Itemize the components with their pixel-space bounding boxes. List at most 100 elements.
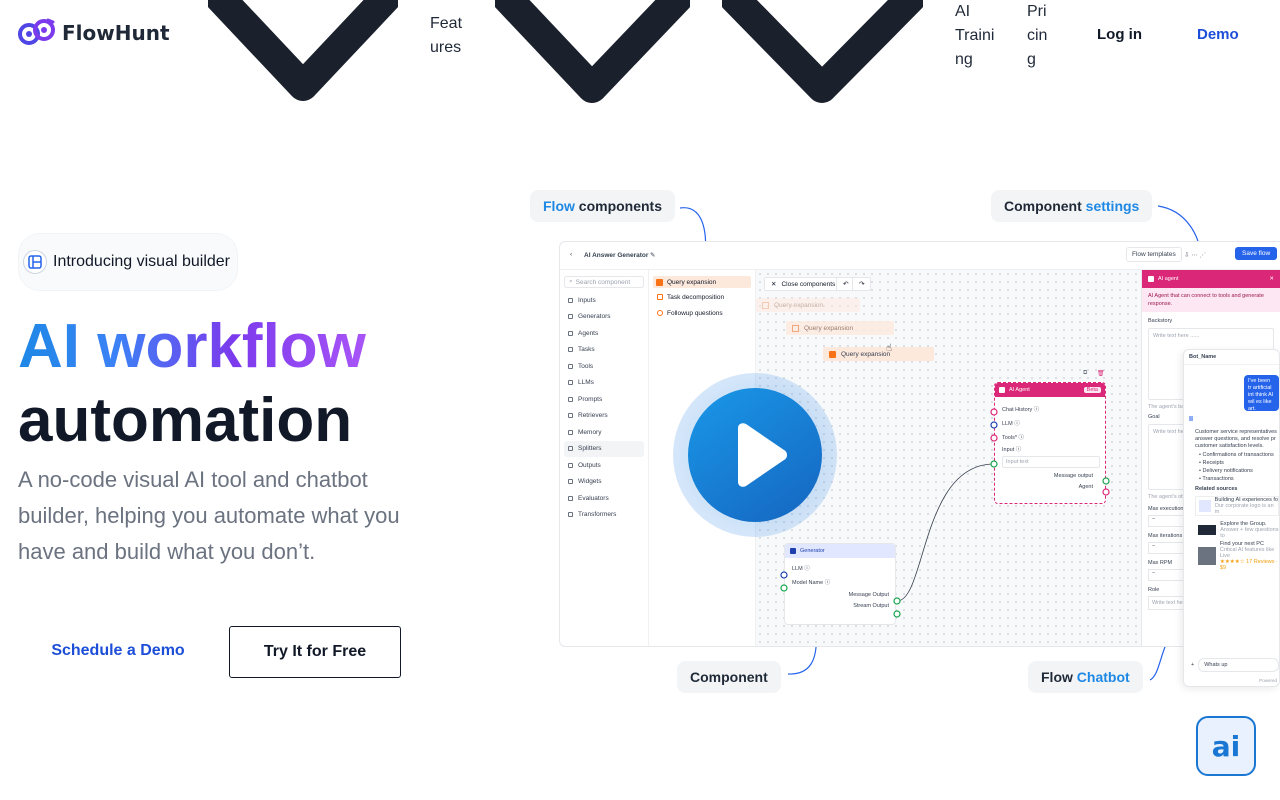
- nav-ai-training[interactable]: AI Traini ng: [955, 0, 994, 72]
- chevron-down-icon[interactable]: [495, 0, 690, 108]
- redo-icon[interactable]: ↷: [852, 277, 872, 291]
- component-label: Query expansion: [667, 278, 717, 286]
- ai-chat-launcher[interactable]: ai: [1196, 716, 1256, 776]
- component-label: Query expansion: [774, 301, 824, 309]
- sidebar-item-label: Memory: [578, 428, 602, 436]
- bot-reply-bullet: • Delivery notifications: [1199, 468, 1253, 474]
- sidebar-item[interactable]: Agents: [560, 325, 648, 342]
- agent-input-text-field[interactable]: Input text: [1002, 456, 1100, 468]
- node-connections: [780, 408, 1110, 618]
- intro-pill-text: Introducing visual builder: [53, 253, 230, 270]
- close-icon: ✕: [771, 281, 777, 288]
- schedule-demo-button[interactable]: Schedule a Demo: [18, 626, 218, 676]
- sidebar-item-label: Tools: [578, 362, 594, 370]
- hero-subtitle: A no-code visual AI tool and chatbot bui…: [18, 467, 400, 564]
- close-icon[interactable]: ✕: [1269, 276, 1274, 282]
- search-component-input[interactable]: ⌕Search component: [564, 276, 644, 288]
- nav-pricing-line1: Pri: [1027, 3, 1047, 20]
- category-icon: [568, 413, 573, 419]
- ai-agent-node-header: AI Agent Beta: [995, 383, 1105, 397]
- callout-component-word: Component: [1004, 198, 1082, 214]
- sidebar-item[interactable]: Retrievers: [560, 408, 648, 425]
- demo-link[interactable]: Demo: [1197, 26, 1239, 43]
- title-plain-line: automation: [18, 386, 353, 455]
- dragged-query-expansion[interactable]: Query expansion: [823, 347, 934, 361]
- sidebar-item[interactable]: Generators: [560, 309, 648, 326]
- generator-title: Generator: [800, 548, 825, 554]
- nav-pricing-line3: g: [1027, 51, 1036, 68]
- delete-icon[interactable]: 🗑: [1097, 371, 1105, 377]
- sidebar-item[interactable]: Prompts: [560, 391, 648, 408]
- agent-output-agent: Agent: [1078, 484, 1093, 490]
- sidebar-item[interactable]: Tools: [560, 358, 648, 375]
- callout-components-word: components: [574, 198, 663, 214]
- generator-input-llm: LLM ⓘ: [792, 566, 810, 572]
- component-icon: [792, 324, 799, 332]
- copy-icon[interactable]: ⧉: [1083, 370, 1088, 376]
- max-iterations-label: Max iterations: [1148, 533, 1183, 539]
- sidebar-item-active[interactable]: Splitters: [564, 440, 644, 457]
- app-title: AI Answer Generator: [584, 252, 649, 259]
- bot-reply-bullet: • Confirmations of transactions: [1199, 452, 1274, 458]
- save-flow-button[interactable]: Save flow: [1235, 247, 1278, 260]
- callout-flow-word: Flow: [1041, 669, 1073, 685]
- edit-icon[interactable]: ✎: [650, 252, 656, 259]
- component-item[interactable]: Task decomposition: [657, 291, 751, 303]
- ai-agent-title: AI Agent: [1009, 387, 1030, 393]
- sidebar-item-label: Prompts: [578, 395, 603, 403]
- sidebar-item-label: Retrievers: [578, 412, 608, 420]
- flow-templates-button[interactable]: Flow templates: [1126, 247, 1182, 262]
- chevron-down-icon[interactable]: [208, 0, 398, 106]
- chat-input[interactable]: Whats up: [1198, 658, 1279, 672]
- back-icon[interactable]: ‹: [570, 251, 573, 258]
- handle-label: Model Name: [792, 580, 824, 586]
- sidebar-item[interactable]: Widgets: [560, 474, 648, 491]
- component-label: Query expansion: [841, 350, 891, 358]
- component-item[interactable]: Query expansion: [653, 276, 751, 288]
- chevron-down-icon[interactable]: [722, 0, 923, 108]
- nav-features[interactable]: Feat ures: [430, 12, 462, 60]
- sidebar-item-label: Inputs: [578, 296, 596, 304]
- ai-agent-node[interactable]: AI Agent Beta Chat History ⓘ LLM ⓘ Tools…: [994, 382, 1106, 504]
- logo[interactable]: FlowHunt: [18, 18, 170, 48]
- sidebar-item[interactable]: Transformers: [560, 507, 648, 524]
- play-video-button[interactable]: [688, 388, 822, 522]
- dragged-query-expansion-faded: Query expansion: [756, 298, 860, 312]
- sidebar-item[interactable]: Evaluators: [560, 490, 648, 507]
- sidebar-item-label: Outputs: [578, 461, 601, 469]
- component-label: Task decomposition: [667, 293, 725, 301]
- component-item[interactable]: Followup questions: [657, 307, 751, 319]
- sidebar-item[interactable]: Outputs: [560, 457, 648, 474]
- component-icon: [657, 310, 663, 316]
- sidebar-item[interactable]: Memory: [560, 424, 648, 441]
- bullet-text: Receipts: [1202, 460, 1224, 466]
- sidebar-item[interactable]: Inputs: [560, 292, 648, 309]
- source-thumbnail: [1198, 525, 1217, 535]
- try-free-button[interactable]: Try It for Free: [229, 626, 401, 678]
- login-link[interactable]: Log in: [1097, 26, 1142, 43]
- generator-node[interactable]: Generator LLM ⓘ Model Name ⓘ Message Out…: [784, 543, 896, 625]
- category-icon: [568, 429, 573, 435]
- sidebar-item[interactable]: LLMs: [560, 375, 648, 392]
- plus-icon[interactable]: +: [1191, 662, 1195, 668]
- bullet-text: Confirmations of transactions: [1202, 452, 1274, 458]
- logo-text: FlowHunt: [62, 21, 170, 45]
- intro-pill[interactable]: Introducing visual builder: [18, 233, 238, 291]
- callout-flow-word: Flow: [543, 198, 575, 214]
- source-title: Explore the Group.: [1220, 521, 1267, 527]
- agent-output-message: Message output: [1053, 473, 1093, 479]
- toolbar-icons[interactable]: ⇩ ⋯ ⋰: [1184, 252, 1207, 259]
- sidebar-item[interactable]: Tasks: [560, 342, 648, 359]
- nav-pricing[interactable]: Pri cin g: [1027, 0, 1047, 72]
- component-label: Followup questions: [667, 309, 723, 317]
- source-title: Building AI experiences fo: [1214, 497, 1278, 503]
- source-card[interactable]: Explore the Group.Answer + few questions…: [1195, 520, 1279, 540]
- agent-input-tools: Tools* ⓘ: [1002, 435, 1025, 441]
- category-icon: [568, 297, 573, 303]
- page-title: AI workflow automation: [18, 310, 366, 458]
- close-components-button[interactable]: ✕Close components: [764, 277, 843, 291]
- settings-header: AI agent ✕: [1142, 270, 1280, 288]
